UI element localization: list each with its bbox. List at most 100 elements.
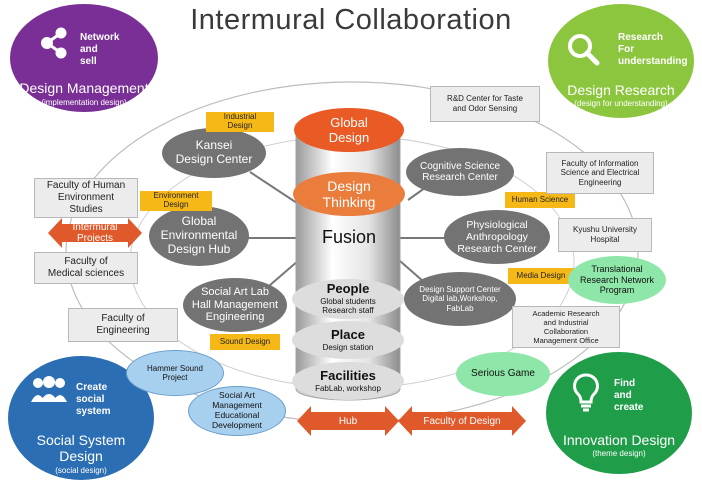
physiological-anthropology-center: Physiological Anthropology Research Cent… [444,210,550,264]
medical-box: Faculty of Medical sciences [34,252,138,284]
global-env-line: Environmental [160,228,238,243]
human-env-box: Faculty of Human Environment Studies [34,178,138,218]
lightbulb-icon [573,373,599,412]
academic-research-box: Academic Research and Industrial Collabo… [512,306,620,348]
innovation-heading: Innovation Design [562,432,676,448]
industrial-line: Industrial [223,112,257,122]
human-science-label: Human Science [505,192,575,208]
physiological-line: Research Center [457,243,537,256]
info-line: Engineering [578,177,622,187]
design-research-circle: Research For understanding Design Resear… [548,4,694,118]
social-system-heading: Social System [36,432,126,448]
info-line: Science and Electrical [560,168,640,178]
people-icon [31,376,67,402]
design-support-center: Design Support Center Digital lab,Worksh… [404,272,516,326]
innovation-tag-line: create [614,402,644,413]
hammer-sound-ellipse: Hammer Sound Project [126,350,224,396]
hub-label: Hub [338,415,358,427]
human-env-line: Faculty of Human [46,180,126,191]
design-management-circle: Network and sell Design Management (impl… [10,4,158,112]
industrial-design-label: Industrial Design [206,112,274,132]
social-system-sub: (social design) [55,466,107,475]
intermural-line: Projects [76,233,114,244]
design-support-line: Design Support Center [419,285,501,295]
social-art-management-ellipse: Social Art Management Educational Develo… [188,386,286,436]
design-research-tag-line: Research [618,32,664,43]
facilities-line: FabLab, workshop [315,383,381,393]
social-art-line: Social Art Lab [201,286,269,299]
intermural-line: Intermural [72,222,118,233]
serious-game-line: Serious Game [471,368,535,380]
social-art-mgmt-line: Development [211,419,263,430]
design-management-heading: Design Management [19,80,149,96]
global-design-label: Global Design [294,112,404,148]
human-env-line: Environment [57,192,115,203]
medical-line: Medical sciences [47,268,125,279]
design-thinking-line: Thinking [322,194,376,210]
faculty-of-design-label: Faculty of Design [423,415,501,427]
rd-line: and Odor Sensing [452,104,518,113]
facilities-title: Facilities [320,367,376,383]
medical-line: Faculty of [64,256,108,267]
global-env-line: Global [181,214,217,229]
sound-line: Sound Design [219,336,271,346]
design-research-tag-line: understanding [618,56,688,67]
social-art-line: Engineering [205,311,265,324]
global-environmental-design-hub: Global Environmental Design Hub [149,206,249,266]
innovation-design-circle: Find and create Innovation Design (theme… [546,352,692,474]
people-line: Global students [320,297,376,307]
kyushu-line: Kyushu University [572,225,638,235]
social-system-tag-line: social [76,394,105,405]
social-art-line: Hall Management [191,298,279,311]
environment-line: Design [163,200,189,209]
global-design-line: Design [328,130,370,145]
info-science-box: Faculty of Information Science and Elect… [546,152,654,194]
kansei-line: Design Center [175,152,253,166]
innovation-tag-line: and [614,390,632,401]
translational-line: Program [599,285,635,296]
people-line: Research staff [322,306,374,316]
global-design-line: Global [330,115,368,130]
kyushu-hospital-box: Kyushu University Hospital [558,218,652,252]
design-research-sub: (design for understanding) [574,99,668,108]
place-line: Design station [322,342,374,352]
hammer-line: Hammer Sound [146,363,204,373]
academic-line: Collaboration [543,327,589,336]
social-art-mgmt-line: Management [212,400,262,411]
people-title: People [326,281,370,297]
social-system-heading: Design [59,448,103,464]
faculty-of-design-arrow [398,406,526,436]
academic-line: Management Office [533,336,599,345]
place-ellipse: Place Design station [292,321,404,359]
social-art-lab: Social Art Lab Hall Management Engineeri… [183,278,287,332]
design-support-line: FabLab [446,303,474,313]
design-research-tag-line: For [618,44,635,55]
social-system-design-circle: Create social system Social System Desig… [8,356,154,480]
human-science-line: Human Science [511,194,569,204]
social-system-tag-line: system [76,406,111,417]
physiological-line: Anthropology [466,230,528,243]
translational-line: Translational [591,264,643,275]
academic-line: and Industrial [543,318,589,327]
translational-line: Research Network [579,274,655,285]
academic-line: Academic Research [532,309,600,318]
serious-game-ellipse: Serious Game [456,352,550,396]
cognitive-line: Research Center [422,172,498,183]
facilities-ellipse: Facilities FabLab, workshop [292,362,404,400]
design-management-tag-line: and [80,44,98,55]
rd-center-box: R&D Center for Taste and Odor Sensing [430,86,540,122]
media-line: Media Design [516,270,566,280]
magnifier-icon [568,34,600,66]
kansei-design-center: Kansei Design Center [162,128,266,178]
global-design-ellipse [294,108,404,152]
environment-design-label: Environment Design [140,191,212,211]
physiological-line: Physiological [466,218,528,231]
global-env-line: Design Hub [167,241,231,256]
design-management-tag-line: sell [80,56,97,67]
fusion-label: Fusion [321,227,377,247]
kansei-line: Kansei [195,138,233,153]
hub-arrow [297,406,399,436]
sound-design-label: Sound Design [210,334,280,350]
people-ellipse: People Global students Research staff [292,279,404,319]
media-design-label: Media Design [508,268,574,284]
